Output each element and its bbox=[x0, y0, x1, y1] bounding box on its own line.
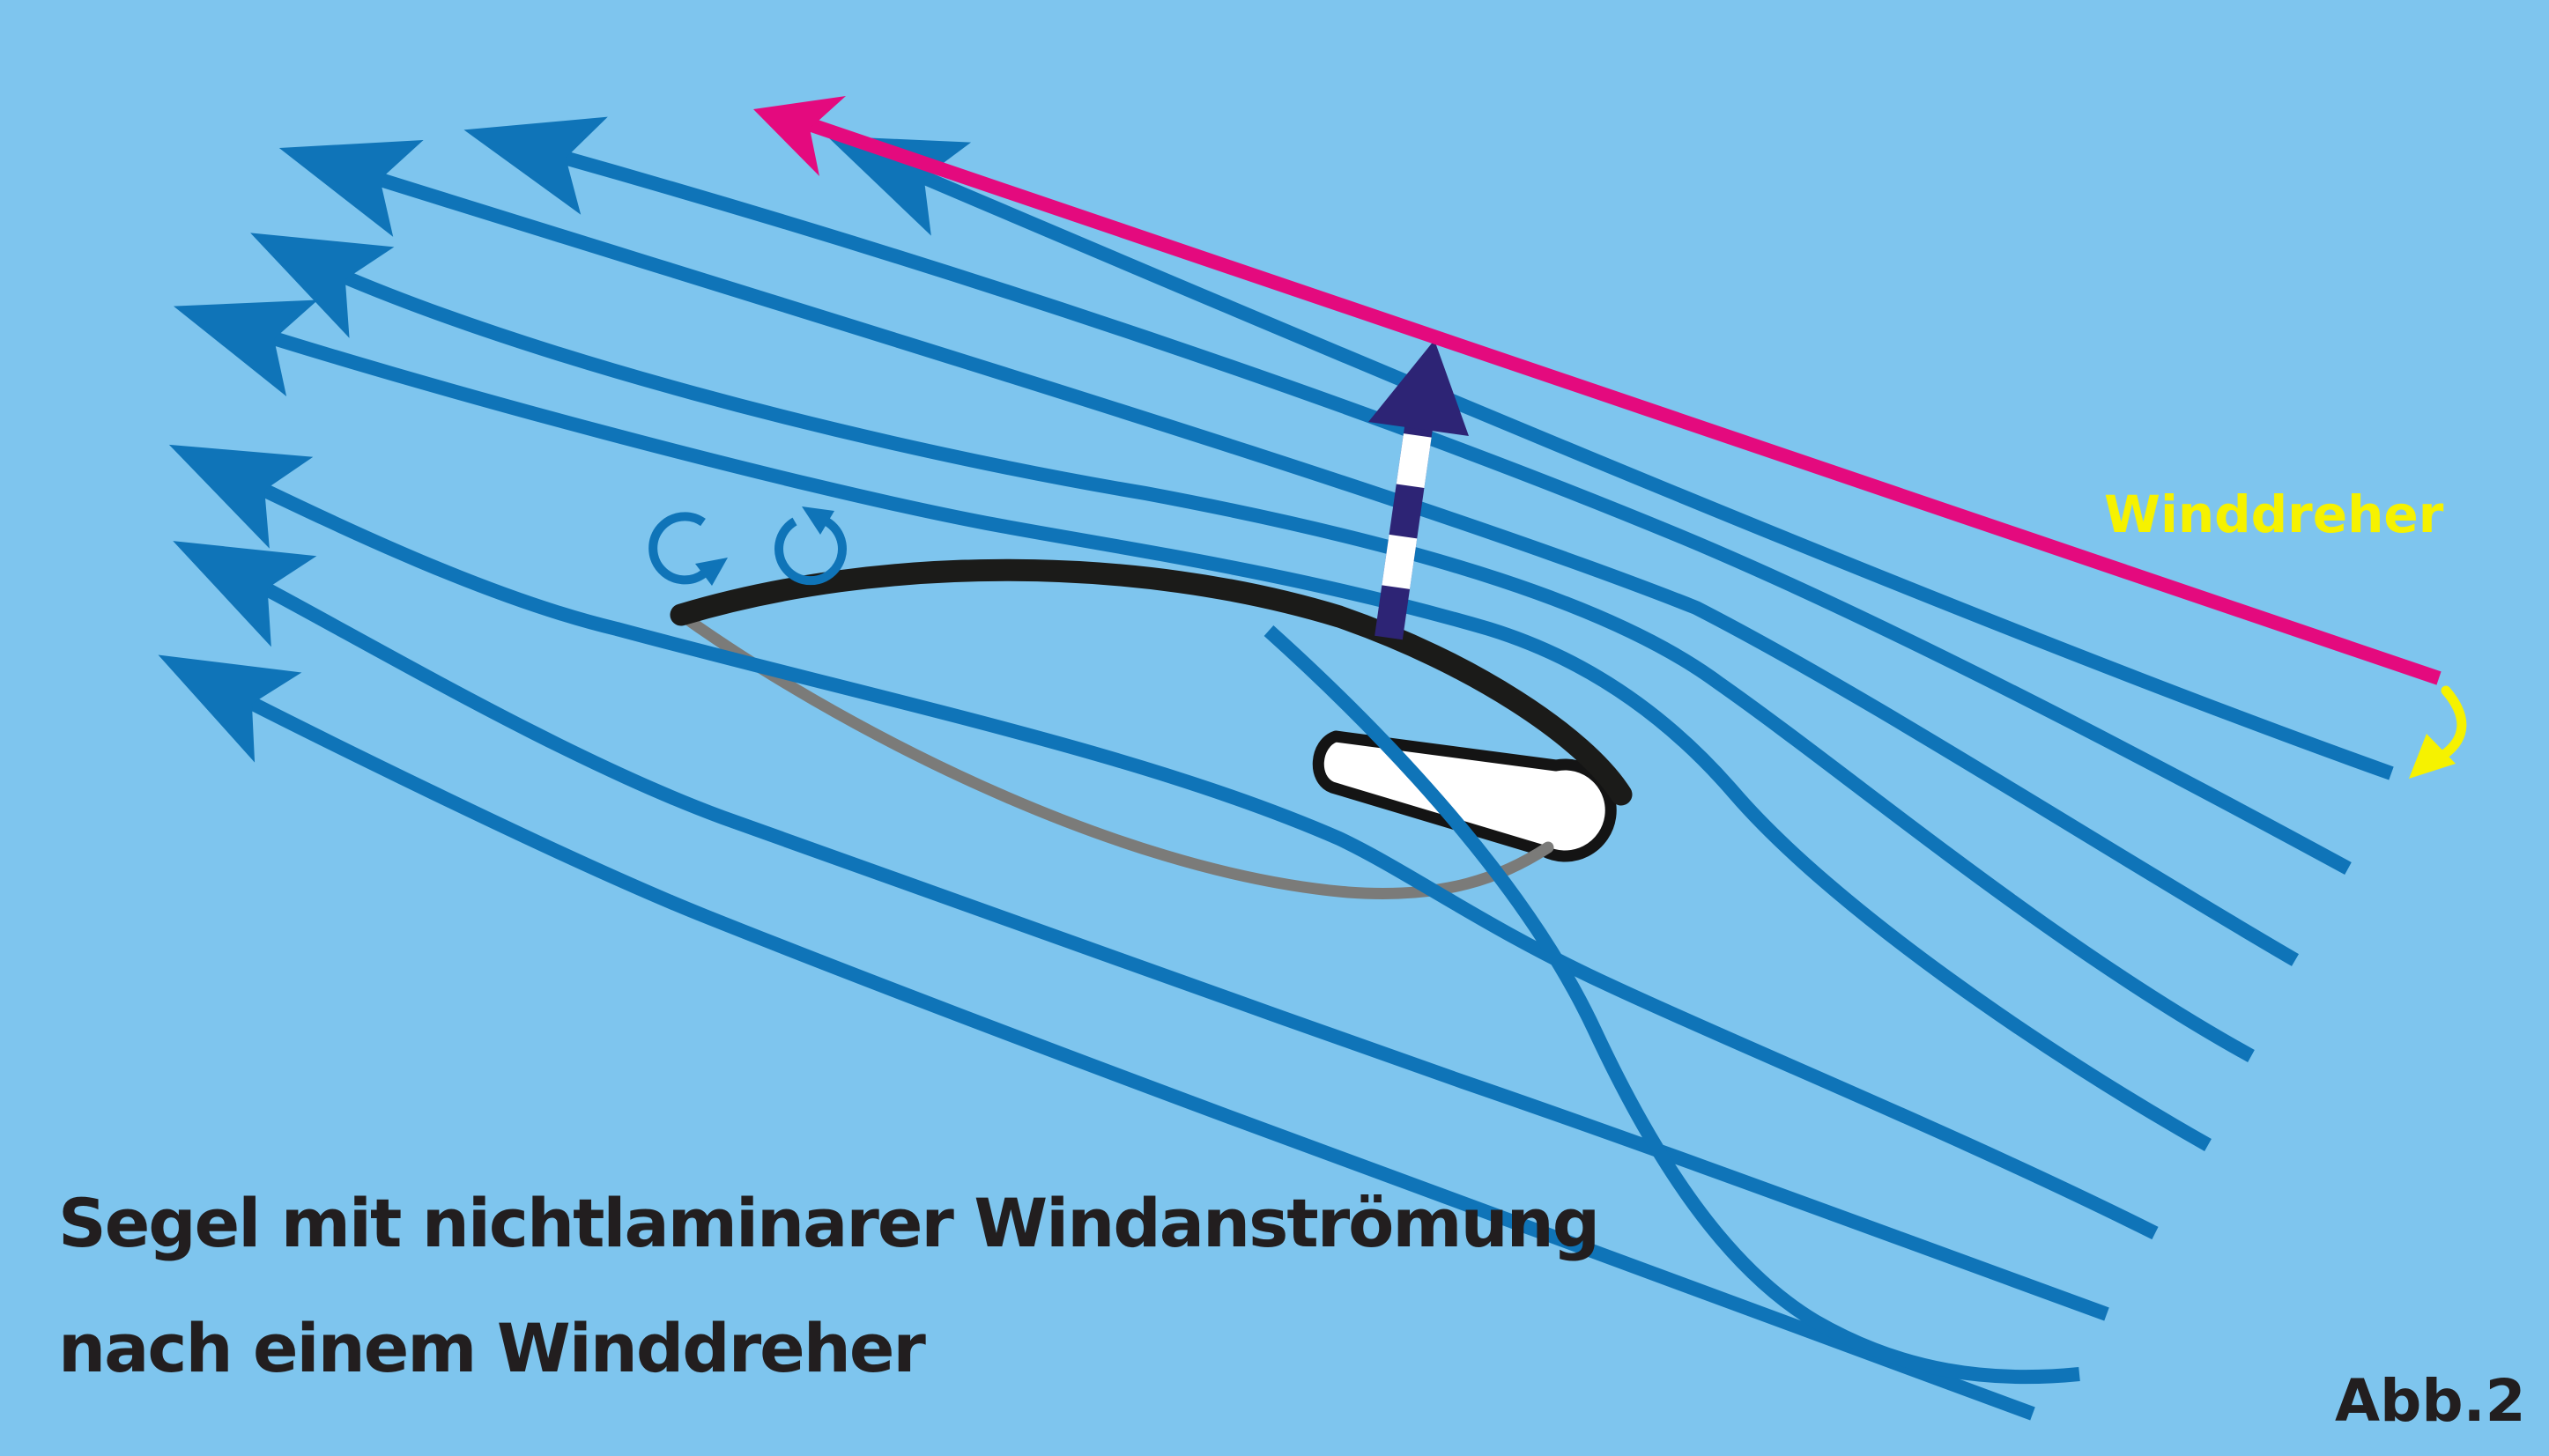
sail-profile-curve bbox=[670, 558, 1633, 806]
sail-foot-curve bbox=[675, 609, 1554, 899]
streamline-3 bbox=[278, 139, 2300, 966]
wind-shift-arrow bbox=[753, 96, 2442, 685]
vortex-left-icon bbox=[648, 512, 728, 586]
wind-shift-label: Winddreher bbox=[2104, 484, 2444, 544]
figure-number-label: Abb.2 bbox=[2335, 1367, 2526, 1435]
streamline-8 bbox=[158, 654, 2035, 1421]
streamline-1 bbox=[826, 136, 2394, 780]
aerodynamic-force-arrow bbox=[1368, 340, 1469, 640]
streamline-2 bbox=[463, 116, 2352, 876]
caption-line-1: Segel mit nichtlaminarer Windanströmung bbox=[58, 1184, 1600, 1262]
caption-line-2: nach einem Winddreher bbox=[58, 1309, 926, 1387]
vortex-icons bbox=[648, 506, 847, 586]
streamline-7 bbox=[173, 541, 2109, 1321]
streamlines bbox=[158, 116, 2394, 1421]
wind-rotation-arrow bbox=[2409, 685, 2467, 779]
separation-wake-line bbox=[1263, 625, 2080, 1385]
streamline-6 bbox=[168, 444, 2159, 1240]
vortex-right-icon bbox=[774, 506, 847, 586]
streamline-4 bbox=[250, 233, 2255, 1063]
